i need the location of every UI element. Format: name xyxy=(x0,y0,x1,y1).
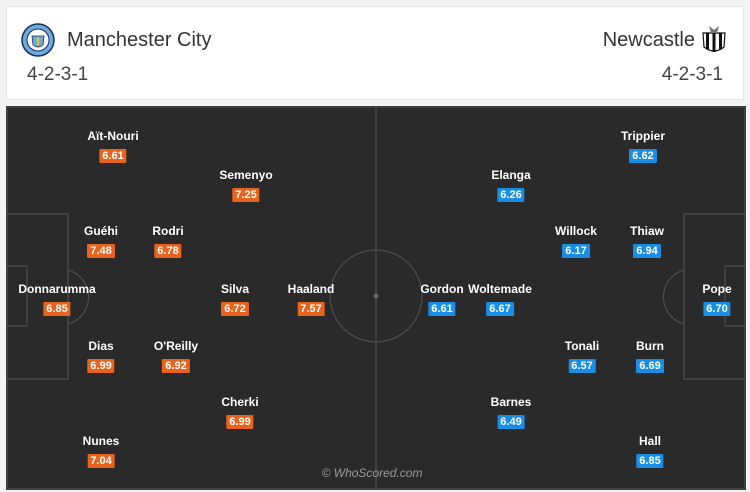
pitch-markings xyxy=(6,106,746,490)
player-name: Nunes xyxy=(82,434,120,448)
home-player[interactable]: Guéhi 7.48 xyxy=(84,224,118,259)
away-player[interactable]: Pope 6.70 xyxy=(702,282,732,317)
home-player[interactable]: Dias 6.99 xyxy=(87,339,115,374)
player-name: Dias xyxy=(88,339,114,353)
home-player[interactable]: Haaland 7.57 xyxy=(287,282,335,317)
home-player[interactable]: Rodri 6.78 xyxy=(152,224,184,259)
home-player[interactable]: O'Reilly 6.92 xyxy=(154,339,198,374)
player-rating: 6.78 xyxy=(154,244,182,258)
player-name: Hall xyxy=(638,434,662,448)
player-name: Trippier xyxy=(620,129,666,143)
player-rating: 6.69 xyxy=(636,359,664,373)
player-rating: 6.94 xyxy=(633,244,661,258)
player-rating: 6.85 xyxy=(43,302,71,316)
manchester-city-crest-icon xyxy=(21,23,55,57)
player-name: Semenyo xyxy=(219,168,273,182)
home-player[interactable]: Aït-Nouri 6.61 xyxy=(87,129,139,164)
player-name: Silva xyxy=(220,282,250,296)
player-name: O'Reilly xyxy=(153,339,199,353)
away-player[interactable]: Elanga 6.26 xyxy=(491,168,531,203)
player-rating: 6.92 xyxy=(162,359,190,373)
player-name: Tonali xyxy=(564,339,600,353)
away-player[interactable]: Woltemade 6.67 xyxy=(468,282,532,317)
player-name: Woltemade xyxy=(468,282,532,296)
home-player[interactable]: Cherki 6.99 xyxy=(221,395,259,430)
away-player[interactable]: Willock 6.17 xyxy=(555,224,597,259)
player-name: Cherki xyxy=(221,395,259,409)
player-name: Barnes xyxy=(490,395,532,409)
player-rating: 6.70 xyxy=(703,302,731,316)
player-rating: 6.72 xyxy=(221,302,249,316)
player-rating: 7.04 xyxy=(87,454,115,468)
player-name: Thiaw xyxy=(629,224,665,238)
player-name: Aït-Nouri xyxy=(87,129,139,143)
player-rating: 6.57 xyxy=(568,359,596,373)
home-team-name[interactable]: Manchester City xyxy=(67,29,212,51)
player-name: Burn xyxy=(636,339,664,353)
player-rating: 6.61 xyxy=(99,149,127,163)
away-player[interactable]: Barnes 6.49 xyxy=(490,395,532,430)
player-rating: 6.61 xyxy=(428,302,456,316)
away-player[interactable]: Thiaw 6.94 xyxy=(630,224,664,259)
player-rating: 7.57 xyxy=(297,302,325,316)
away-player[interactable]: Trippier 6.62 xyxy=(621,129,665,164)
away-player[interactable]: Gordon 6.61 xyxy=(420,282,464,317)
away-player[interactable]: Tonali 6.57 xyxy=(565,339,599,374)
player-name: Gordon xyxy=(420,282,464,296)
away-player[interactable]: Burn 6.69 xyxy=(636,339,664,374)
away-formation: 4-2-3-1 xyxy=(661,64,723,85)
player-rating: 6.99 xyxy=(87,359,115,373)
player-rating: 6.67 xyxy=(486,302,514,316)
newcastle-crest-icon xyxy=(702,26,726,52)
home-player[interactable]: Donnarumma 6.85 xyxy=(18,282,96,317)
player-name: Rodri xyxy=(152,224,184,238)
player-rating: 6.62 xyxy=(629,149,657,163)
away-team-name[interactable]: Newcastle xyxy=(602,29,695,51)
pitch: Aït-Nouri 6.61 Semenyo 7.25 Guéhi 7.48 R… xyxy=(6,106,746,490)
player-rating: 7.48 xyxy=(87,244,115,258)
home-player[interactable]: Semenyo 7.25 xyxy=(219,168,273,203)
away-player[interactable]: Hall 6.85 xyxy=(636,434,664,469)
player-name: Elanga xyxy=(491,168,531,182)
player-name: Willock xyxy=(555,224,597,238)
watermark: © WhoScored.com xyxy=(321,466,423,480)
home-player[interactable]: Nunes 7.04 xyxy=(82,434,120,469)
player-rating: 7.25 xyxy=(232,188,260,202)
player-rating: 6.49 xyxy=(497,415,525,429)
player-name: Donnarumma xyxy=(18,282,96,296)
player-name: Haaland xyxy=(287,282,335,296)
player-rating: 6.17 xyxy=(562,244,590,258)
home-formation: 4-2-3-1 xyxy=(27,64,89,85)
player-name: Guéhi xyxy=(83,224,119,238)
player-rating: 6.26 xyxy=(497,188,525,202)
player-rating: 6.85 xyxy=(636,454,664,468)
home-player[interactable]: Silva 6.72 xyxy=(221,282,249,317)
match-header: Manchester City 4-2-3-1 Newcastle 4-2-3-… xyxy=(6,6,744,100)
player-name: Pope xyxy=(702,282,732,296)
player-rating: 6.99 xyxy=(226,415,254,429)
